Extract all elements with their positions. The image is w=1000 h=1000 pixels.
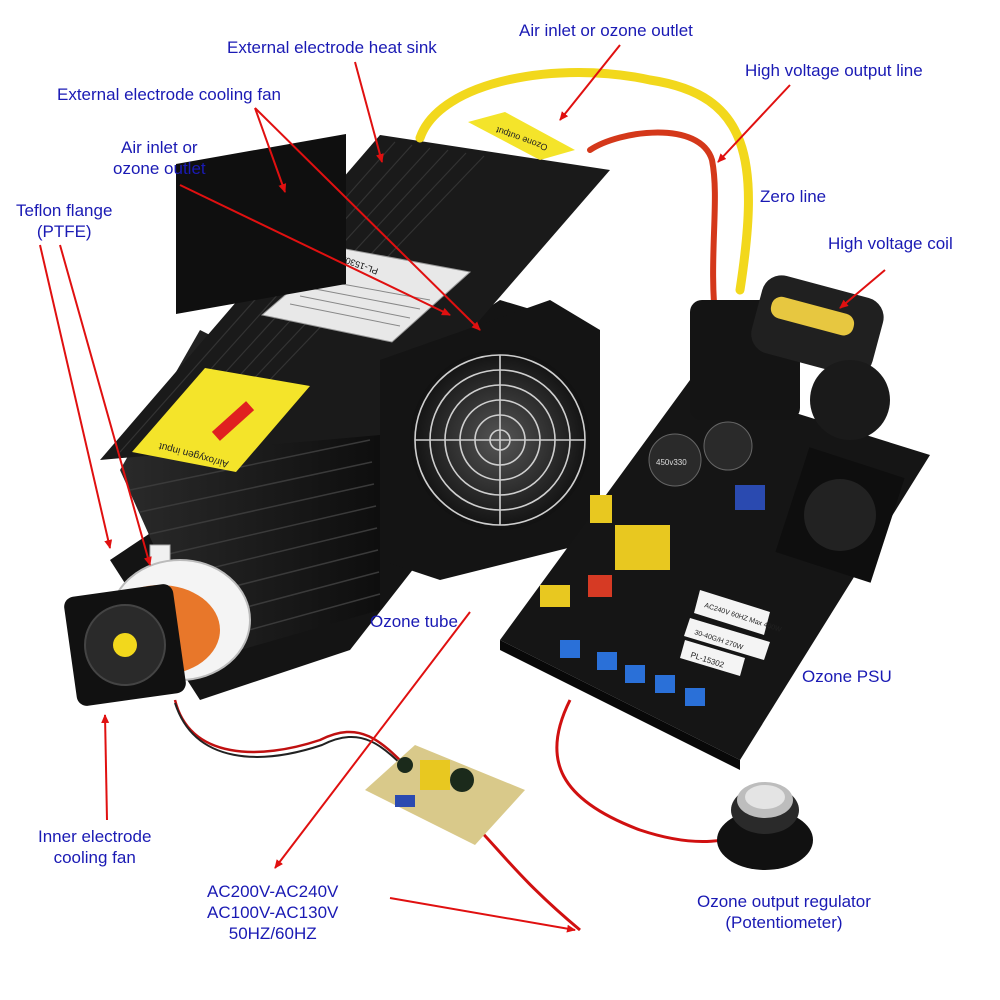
ozone-psu: 450v330 AC240V 60HZ Max 400W 30-40G/H 27… xyxy=(500,275,930,770)
label-regulator: Ozone output regulator (Potentiometer) xyxy=(697,892,871,932)
capacitor-text: 450v330 xyxy=(656,458,687,467)
label-power-input: AC200V-AC240V AC100V-AC130V 50HZ/60HZ xyxy=(207,882,339,943)
label-cooling-fan-ext: External electrode cooling fan xyxy=(57,85,281,104)
label-teflon-flange: Teflon flange (PTFE) xyxy=(16,201,113,241)
power-wire xyxy=(468,818,581,932)
fan-wire xyxy=(173,699,411,771)
label-ozone-tube: Ozone tube xyxy=(370,612,458,631)
hv-wire xyxy=(415,68,753,295)
label-air-inlet-top: Air inlet or ozone outlet xyxy=(519,21,693,40)
label-zero-line: Zero line xyxy=(760,187,827,206)
inner-electrode-fan xyxy=(64,584,186,706)
label-inner-fan: Inner electrode cooling fan xyxy=(38,827,152,867)
label-heat-sink: External electrode heat sink xyxy=(227,38,437,57)
power-supply-board xyxy=(365,745,525,845)
potentiometer xyxy=(717,782,813,870)
zero-wire xyxy=(587,129,719,328)
label-hv-output-line: High voltage output line xyxy=(745,61,923,80)
annotation-arrows xyxy=(39,44,886,933)
label-air-inlet-left: Air inlet or ozone outlet xyxy=(113,138,206,178)
label-ozone-psu: Ozone PSU xyxy=(802,667,892,686)
label-hv-coil: High voltage coil xyxy=(828,234,953,253)
